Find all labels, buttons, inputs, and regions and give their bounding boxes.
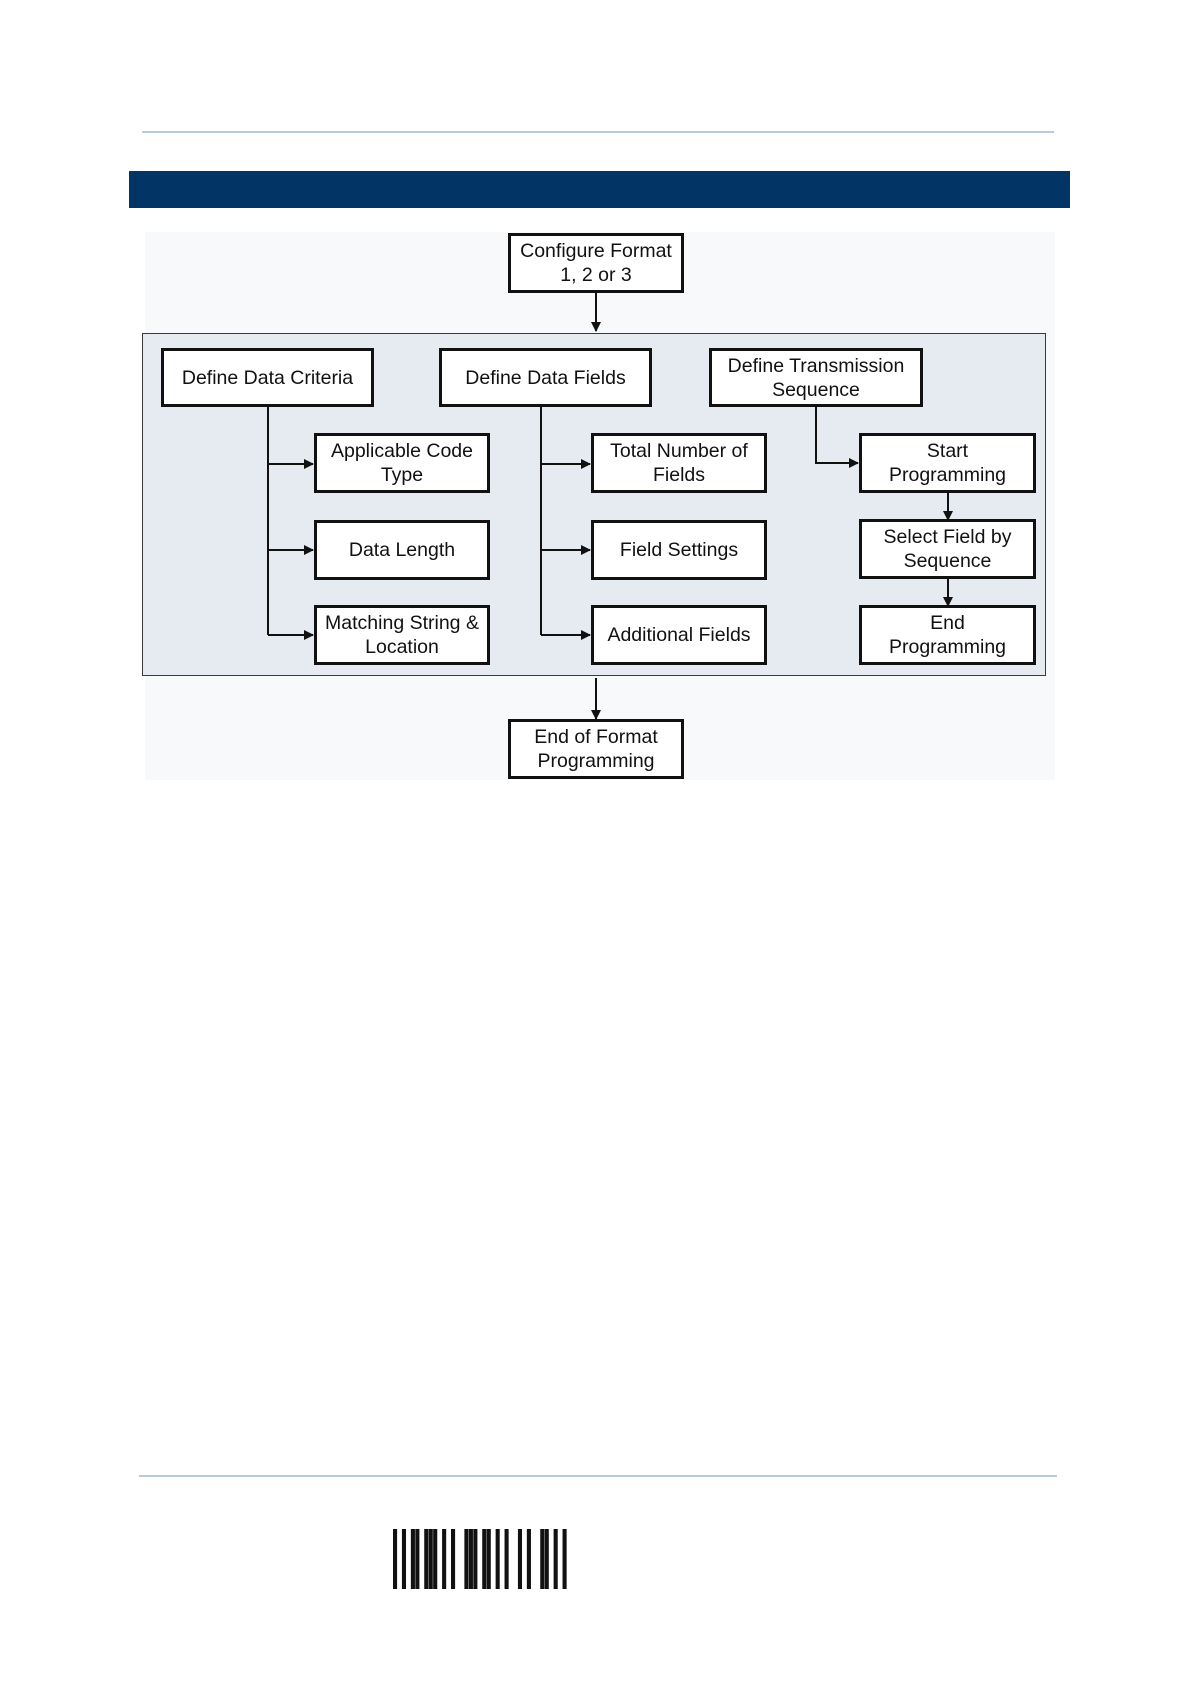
node-label-line: Data Length: [349, 538, 455, 562]
barcode-bar: [464, 1529, 468, 1589]
barcode-bar: [527, 1529, 531, 1589]
barcode-bar: [442, 1529, 446, 1589]
barcode-bar: [469, 1529, 473, 1589]
node-label-line: Programming: [889, 635, 1006, 659]
field-settings-box: Field Settings: [591, 520, 767, 580]
node-label-line: End: [889, 611, 1006, 635]
define-data-criteria-box: Define Data Criteria: [161, 348, 374, 407]
barcode-bar: [393, 1529, 397, 1589]
data-length-box: Data Length: [314, 520, 490, 580]
node-label-line: Applicable Code: [331, 439, 473, 463]
node-label-line: Define Data Fields: [465, 366, 625, 390]
barcode-bar: [415, 1529, 419, 1589]
barcode-bar: [429, 1529, 433, 1589]
node-label-line: Fields: [610, 463, 748, 487]
node-label-line: Field Settings: [620, 538, 738, 562]
node-label-line: Location: [325, 635, 479, 659]
node-label-line: 1, 2 or 3: [520, 263, 672, 287]
define-data-fields-box: Define Data Fields: [439, 348, 652, 407]
node-label-line: Configure Format: [520, 239, 672, 263]
barcode: [393, 1529, 567, 1589]
barcode-bar: [482, 1529, 486, 1589]
node-label-line: End of Format: [534, 725, 658, 749]
node-label-line: Additional Fields: [607, 623, 750, 647]
node-label-line: Matching String &: [325, 611, 479, 635]
barcode-bar: [563, 1529, 567, 1589]
barcode-bar: [411, 1529, 415, 1589]
node-label-line: Start: [889, 439, 1006, 463]
node-label-line: Define Data Criteria: [182, 366, 353, 390]
node-label-line: Total Number of: [610, 439, 748, 463]
barcode-bar: [518, 1529, 522, 1589]
node-label-line: Sequence: [728, 378, 905, 402]
barcode-bar: [545, 1529, 549, 1589]
barcode-bar: [554, 1529, 558, 1589]
node-label-line: Select Field by: [884, 525, 1012, 549]
barcode-bar: [540, 1529, 544, 1589]
barcode-bar: [496, 1529, 500, 1589]
node-label-line: Programming: [534, 749, 658, 773]
barcode-bar: [473, 1529, 477, 1589]
barcode-bar: [424, 1529, 428, 1589]
barcode-bar: [402, 1529, 406, 1589]
barcode-bar: [487, 1529, 491, 1589]
node-label-line: Sequence: [884, 549, 1012, 573]
node-label-line: Programming: [889, 463, 1006, 487]
barcode-bar: [451, 1529, 455, 1589]
matching-string-location-box: Matching String &Location: [314, 605, 490, 665]
footer-rule: [139, 1475, 1057, 1477]
additional-fields-box: Additional Fields: [591, 605, 767, 665]
barcode-bar: [433, 1529, 437, 1589]
edge-transmission-to-start: [816, 406, 858, 463]
node-label-line: Type: [331, 463, 473, 487]
node-label-line: Define Transmission: [728, 354, 905, 378]
barcode-bar: [505, 1529, 509, 1589]
